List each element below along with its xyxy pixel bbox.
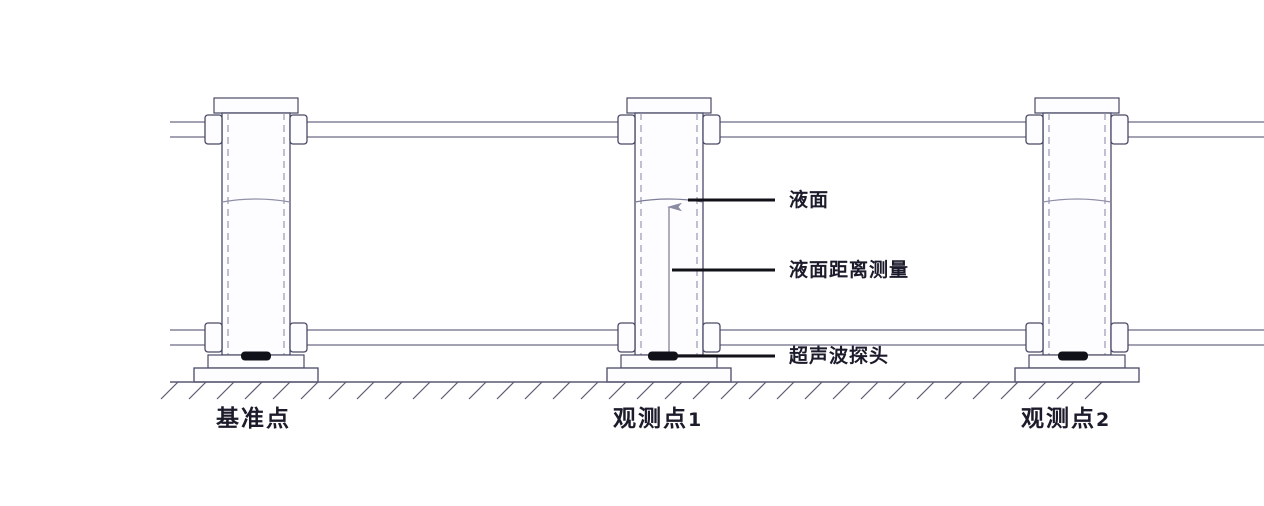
- ultrasonic-probe-obs2: [1058, 351, 1088, 361]
- ground-line-and-hatching: [160, 381, 1120, 400]
- callout-leader-lines: [668, 198, 775, 358]
- columns-group: [193, 97, 1140, 383]
- column-1: [193, 97, 319, 383]
- callout-label-ultrasonic-probe: 超声波探头: [789, 345, 890, 367]
- station-label-index: 1: [688, 409, 702, 431]
- station-label-text: 观测点: [1021, 406, 1096, 432]
- column-3: [1014, 97, 1140, 383]
- callout-label-liquid-surface: 液面: [789, 189, 830, 211]
- ultrasonic-probes: [241, 351, 1088, 361]
- station-label-observation-point-2: 观测点2: [1021, 408, 1109, 431]
- station-label-text: 基准点: [216, 406, 291, 432]
- station-label-observation-point-1: 观测点1: [613, 408, 701, 431]
- ultrasonic-probe-reference: [241, 351, 271, 361]
- ultrasonic-probe-obs1: [648, 351, 678, 361]
- station-label-index: 2: [1096, 409, 1110, 431]
- callout-label-liquid-distance-measurement: 液面距离测量: [789, 259, 910, 281]
- station-label-text: 观测点: [613, 406, 688, 432]
- station-label-reference-point: 基准点: [216, 408, 291, 431]
